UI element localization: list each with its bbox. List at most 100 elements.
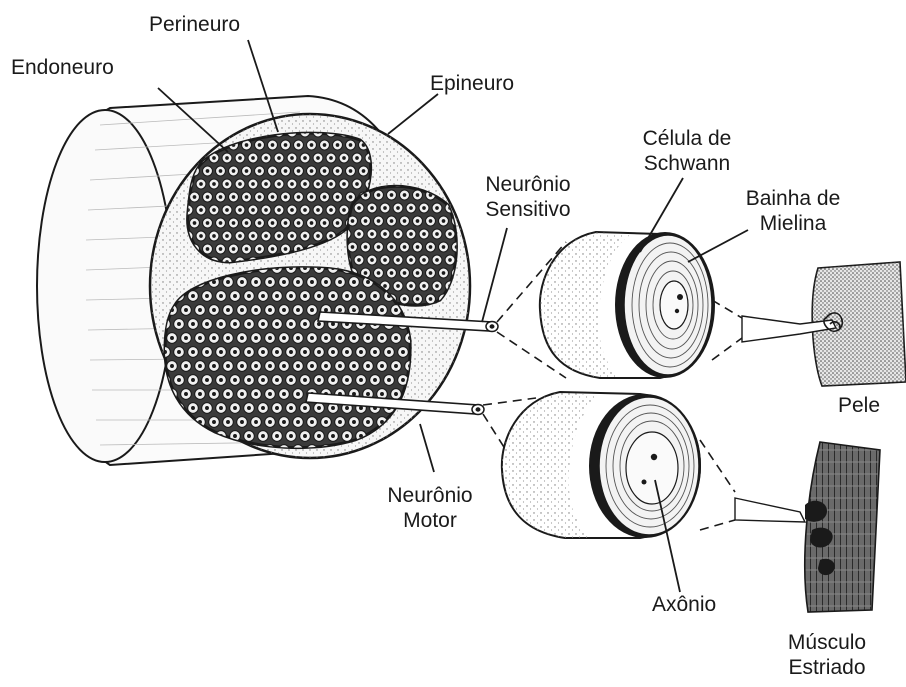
axon-core [212,392,216,396]
label-bainha-de-mielina-line1: Bainha de [718,186,868,211]
axon-core [277,182,281,186]
axon-cross-section [391,445,402,456]
axon-core [261,350,265,354]
label-musculo-estriado-line1: Músculo [752,630,902,655]
axon-core [409,258,413,262]
axon-core [317,294,321,298]
axon-core [377,271,381,275]
axon-core [303,156,307,160]
axon-core [289,378,293,382]
axon-core [364,245,368,249]
axon-core [448,232,452,236]
label-bainha-de-mielina-line2: Mielina [718,211,868,236]
axon-core [275,322,279,326]
label-pele: Pele [838,393,880,418]
axon-core [251,156,255,160]
axon-core [271,221,275,225]
label-musculo-estriado: Músculo Estriado [752,630,902,680]
axon-core [324,420,328,424]
axon-core [264,156,268,160]
axon-core [377,219,381,223]
axon-core [336,195,340,199]
axon-core [284,169,288,173]
axon-core [338,420,342,424]
axon-core [359,294,363,298]
axon-core [383,232,387,236]
axon-core [331,406,335,410]
axon-core [336,169,340,173]
axon-core [331,294,335,298]
label-musculo-estriado-line2: Estriado [752,655,902,680]
axon-core [245,247,249,251]
axon-core [277,156,281,160]
axon-core [373,294,377,298]
axon-core [366,448,370,452]
axon-core [297,195,301,199]
axon-core [390,245,394,249]
axon-core [245,169,249,173]
axon-core [247,406,251,410]
axon-core [282,308,286,312]
axon-core [366,392,370,396]
axon-core [416,219,420,223]
axon-core [191,294,195,298]
axon-core [284,221,288,225]
axon-core [261,322,265,326]
axon-core [297,143,301,147]
axon-core [316,156,320,160]
axon-core [225,156,229,160]
axon-core [303,434,307,438]
axon-core [373,378,377,382]
axon-core [429,297,433,301]
axon-core [448,180,452,184]
axon-core [323,221,327,225]
axon-core [416,245,420,249]
axon-core [184,364,188,368]
axon-core [233,406,237,410]
axon-core [345,378,349,382]
axon-core [390,193,394,197]
axon-core [226,308,230,312]
axon-core [296,308,300,312]
axon-core [238,234,242,238]
sensitivo-fiber-magnified [540,232,715,378]
axon-core [219,322,223,326]
axon-core [245,195,249,199]
axon-core [303,208,307,212]
axon-core [403,245,407,249]
axon-core [282,364,286,368]
label-neuronio-motor-line2: Motor [355,508,505,533]
label-axonio: Axônio [652,592,716,617]
axon-core [205,350,209,354]
axon-core [316,234,320,238]
axon-core [338,336,342,340]
axon-core [275,294,279,298]
axon-core [303,406,307,410]
axon-core [357,206,361,210]
axon-core [275,350,279,354]
axon-core [233,294,237,298]
axon-core [226,280,230,284]
axon-core [429,271,433,275]
label-neuronio-motor: Neurônio Motor [355,483,505,533]
axon-core [275,378,279,382]
axon-core [198,392,202,396]
axon-core [352,420,356,424]
axon-core [357,232,361,236]
axon-core [390,219,394,223]
axon-core [219,406,223,410]
axon-core [212,234,216,238]
axon-core [238,156,242,160]
axon-core [284,247,288,251]
axon-core [271,247,275,251]
axon-core [247,434,251,438]
axon-core [232,221,236,225]
axon-core [442,219,446,223]
axon-core [342,156,346,160]
axon-core [240,308,244,312]
axon-core [357,258,361,262]
label-bainha-de-mielina: Bainha de Mielina [718,186,868,236]
axon-core [310,169,314,173]
axon-core [416,193,420,197]
axon-core [212,182,216,186]
